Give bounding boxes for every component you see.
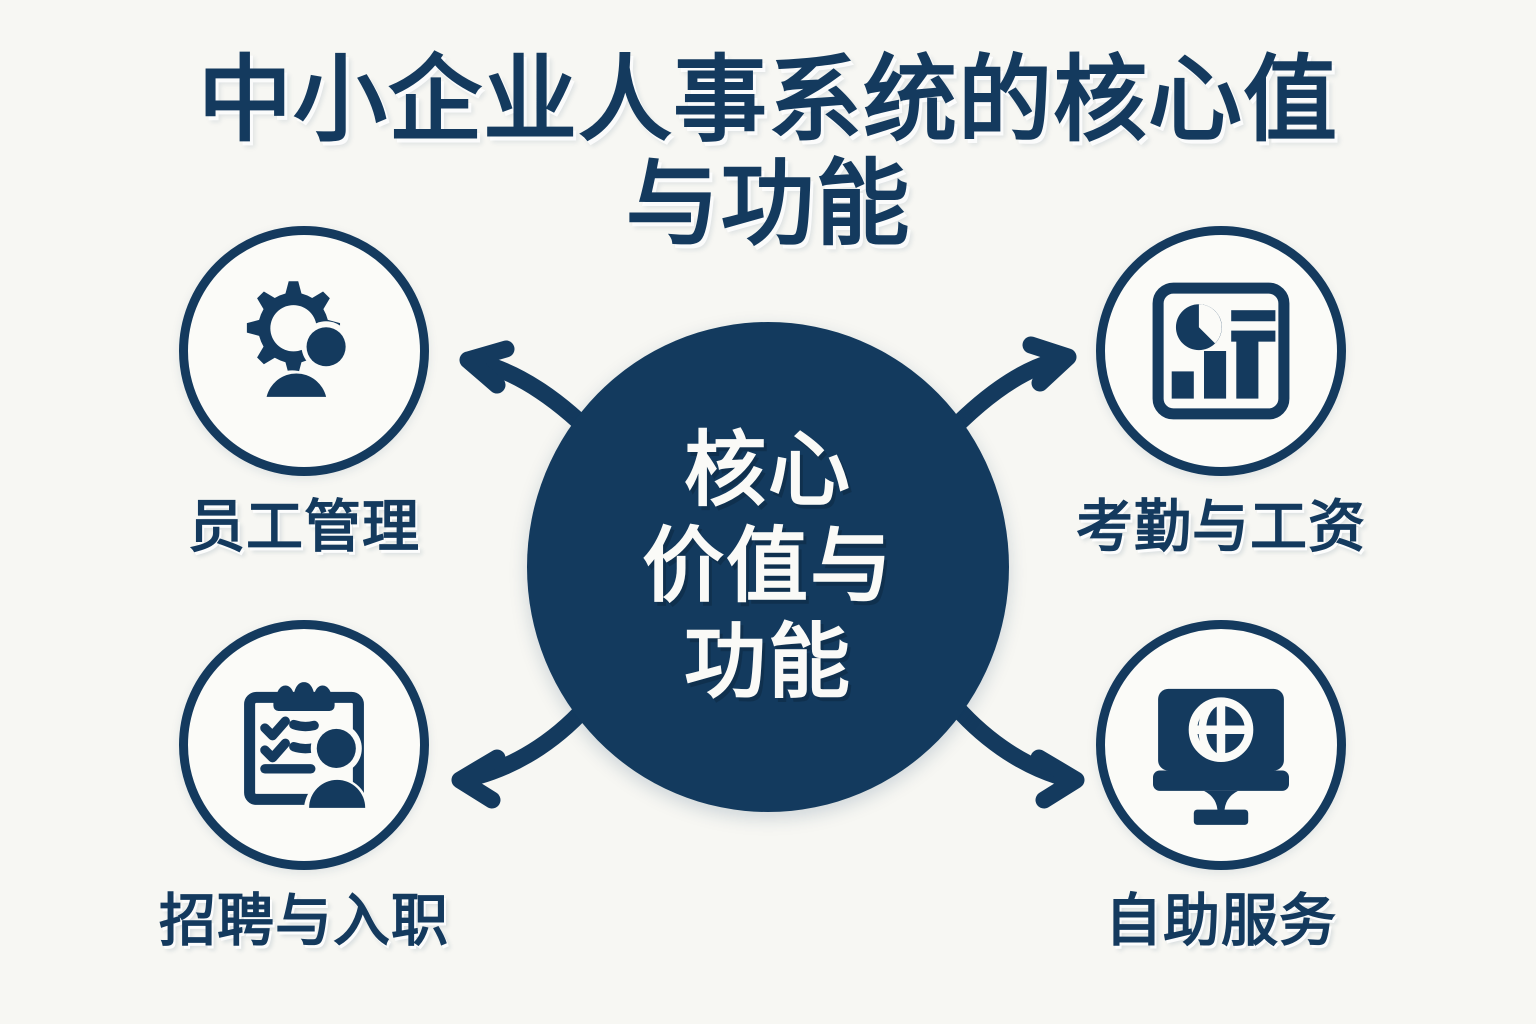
arrow-hub-to-recruitment-onboarding <box>451 691 601 809</box>
title-line-1: 中小企业人事系统的核心值 <box>197 47 1338 152</box>
node-label-employee-management: 员工管理 <box>188 495 420 559</box>
hub-line-1: 核心 <box>683 425 852 516</box>
node-self-service[interactable]: 自助服务 <box>1092 620 1350 952</box>
node-employee-management[interactable]: 员工管理 <box>175 226 433 558</box>
center-hub[interactable]: 核心 价值与 功能 <box>527 322 1009 812</box>
node-label-self-service: 自助服务 <box>1105 889 1337 953</box>
node-circle-attendance-payroll[interactable] <box>1096 226 1346 476</box>
node-circle-recruitment-onboarding[interactable] <box>179 620 429 870</box>
monitor-globe-icon <box>1153 688 1289 825</box>
node-circle-self-service[interactable] <box>1096 620 1346 870</box>
node-label-attendance-payroll: 考勤与工资 <box>1076 495 1366 559</box>
node-attendance-payroll[interactable]: 考勤与工资 <box>1076 226 1365 558</box>
arrow-hub-to-self-service <box>941 691 1085 809</box>
clipboard-person-icon <box>244 682 369 810</box>
page-title: 中小企业人事系统的核心值 与功能 <box>0 48 1536 256</box>
node-circle-employee-management[interactable] <box>179 226 429 476</box>
hub-line-3: 功能 <box>683 617 852 708</box>
hub-line-2: 价值与 <box>641 521 894 612</box>
report-chart-icon <box>1152 282 1290 420</box>
gear-person-icon <box>246 281 351 397</box>
node-recruitment-onboarding[interactable]: 招聘与入职 <box>159 620 448 952</box>
node-label-recruitment-onboarding: 招聘与入职 <box>159 889 449 953</box>
